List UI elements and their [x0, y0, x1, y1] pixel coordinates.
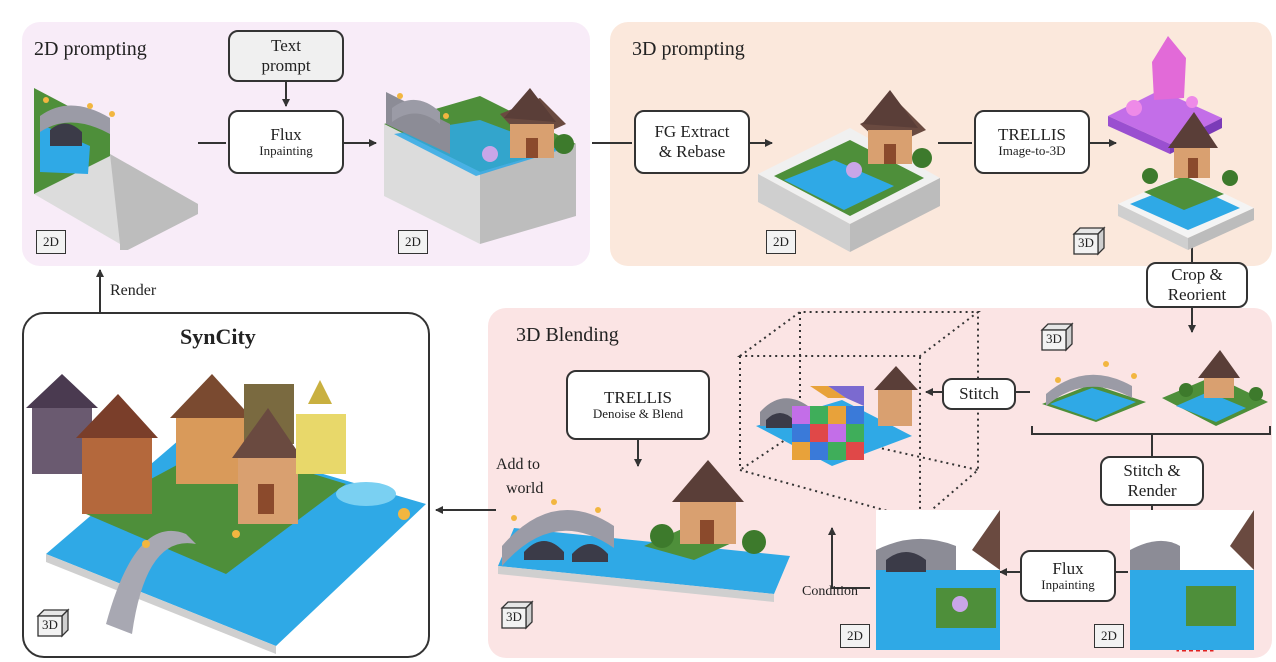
add-to-world-label-line1: Add to: [496, 456, 540, 473]
badge-2d-render-right: 2D: [1094, 624, 1124, 648]
badge-3d-cropped-text: 3D: [1046, 331, 1062, 346]
title-3d-prompting: 3D prompting: [632, 38, 745, 60]
flux-top-main: Flux: [270, 124, 302, 144]
crop-reorient-line1: Crop &: [1171, 265, 1223, 285]
badge-3d-blended-text: 3D: [506, 609, 522, 624]
trellis-blend-main: TRELLIS: [604, 387, 672, 407]
scene-render-conditioned: [876, 510, 1000, 650]
badge-3d-syncity: 3D: [36, 608, 70, 638]
scene-render-seam: [1130, 510, 1254, 650]
condition-label: Condition: [802, 584, 859, 599]
text-prompt-line1: Text: [271, 36, 301, 56]
stitch-render-box: Stitch & Render: [1100, 456, 1204, 506]
badge-3d-cropped: 3D: [1040, 322, 1074, 352]
trellis-denoise-blend-box: TRELLIS Denoise & Blend: [566, 370, 710, 440]
badge-2d-inpainted: 2D: [398, 230, 428, 254]
render-label: Render: [110, 282, 157, 299]
flux-bottom-main: Flux: [1052, 558, 1084, 578]
badge-2d-extracted: 2D: [766, 230, 796, 254]
scene-bridge-partial: [34, 88, 198, 250]
title-3d-blending: 3D Blending: [516, 324, 619, 346]
fg-extract-box: FG Extract & Rebase: [634, 110, 750, 174]
trellis-top-sub: Image-to-3D: [998, 143, 1066, 159]
scene-voxel-blend: [756, 366, 918, 466]
title-syncity: SynCity: [180, 324, 256, 349]
text-prompt-box: Text prompt: [228, 30, 344, 82]
cube-icon: [1040, 322, 1074, 352]
fg-extract-line1: FG Extract: [654, 122, 730, 142]
crop-reorient-line2: Reorient: [1167, 285, 1227, 304]
add-to-world-label-line2: world: [506, 480, 544, 497]
trellis-blend-sub: Denoise & Blend: [592, 406, 684, 422]
scene-fg-extract: [758, 90, 940, 252]
badge-3d-trellis: 3D: [1072, 226, 1106, 256]
trellis-top-main: TRELLIS: [998, 124, 1066, 144]
badge-2d-input: 2D: [36, 230, 66, 254]
stitch-render-line1: Stitch &: [1123, 461, 1181, 481]
badge-3d-blended: 3D: [500, 600, 534, 630]
scene-inpainted-2d: [384, 88, 576, 244]
flux-top-sub: Inpainting: [259, 143, 313, 159]
cube-icon: [1072, 226, 1106, 256]
trellis-image-to-3d-box: TRELLIS Image-to-3D: [974, 110, 1090, 174]
badge-3d-trellis-text: 3D: [1078, 235, 1094, 250]
fg-extract-line2: & Rebase: [658, 142, 726, 161]
flux-inpainting-box-top: Flux Inpainting: [228, 110, 344, 174]
badge-3d-syncity-text: 3D: [42, 617, 58, 632]
stitch-render-line2: Render: [1127, 481, 1177, 500]
scene-cropped-tiles: [1042, 350, 1268, 426]
scene-trellis-3d: [1108, 36, 1254, 250]
flux-bottom-sub: Inpainting: [1041, 577, 1095, 593]
title-2d-prompting: 2D prompting: [34, 38, 147, 60]
crop-reorient-box: Crop & Reorient: [1146, 262, 1248, 308]
cube-icon: [500, 600, 534, 630]
text-prompt-line2: prompt: [261, 56, 311, 75]
badge-2d-render-left: 2D: [840, 624, 870, 648]
stitch-main: Stitch: [959, 384, 999, 404]
scene-blended-result: [498, 460, 790, 602]
stitch-box: Stitch: [942, 378, 1016, 410]
cube-icon: [36, 608, 70, 638]
flux-inpainting-box-bottom: Flux Inpainting: [1020, 550, 1116, 602]
scene-syncity-world: [26, 374, 426, 654]
